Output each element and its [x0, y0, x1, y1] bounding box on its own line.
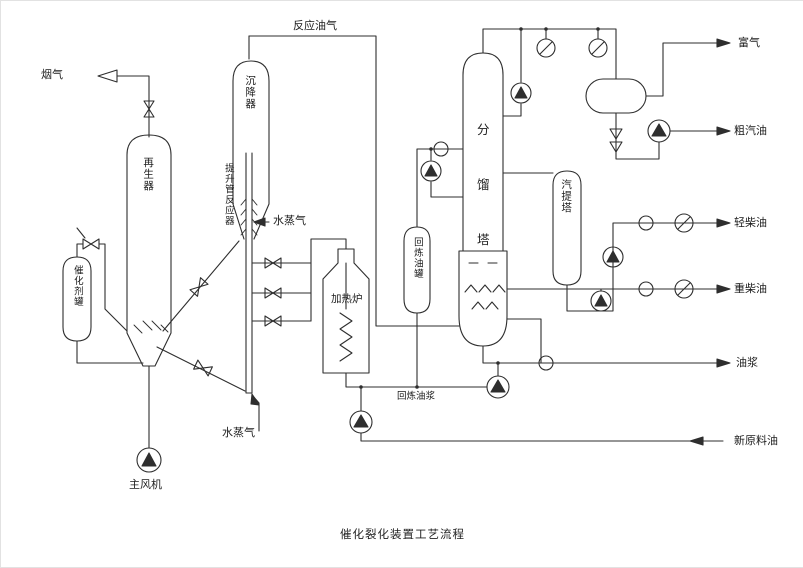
diagram-title: 催化裂化装置工艺流程: [340, 527, 465, 541]
rich-gas-label: 富气: [738, 36, 760, 49]
recycle-tank-lines: [416, 148, 464, 388]
junction-dot: [496, 361, 500, 365]
oil-slurry-label: 油浆: [736, 356, 758, 369]
regenerator-vessel: [126, 134, 172, 367]
steam-lower-label: 水蒸气: [222, 426, 255, 439]
reaction-oil-gas-line: [248, 35, 460, 327]
riser-feed-lines: [251, 238, 347, 322]
fractionator-label-char2: 馏: [477, 177, 490, 192]
settler-label: 沉降器: [244, 75, 257, 110]
crude-gasoline-label: 粗汽油: [734, 124, 767, 137]
light-diesel-pump-icon: [602, 246, 624, 268]
fresh-feed-label: 新原料油: [734, 434, 778, 447]
riser-stripping-hatch: [240, 198, 258, 236]
junction-dot: [415, 385, 419, 389]
flue-gas-line: [97, 69, 150, 138]
fractionator-vessel: [458, 52, 508, 347]
junction-dot: [429, 147, 433, 151]
condenser-icon: [588, 38, 608, 58]
condenser-icon: [536, 38, 556, 58]
gasoline-pump-icon: [647, 119, 671, 143]
settler-vessel: [232, 60, 270, 240]
fresh-feed-arrow: [689, 436, 704, 446]
flow-meter-icon: [638, 281, 654, 297]
tower-chevrons: [464, 284, 506, 310]
recycle-tank-label: 回炼油罐: [411, 237, 423, 279]
light-diesel-label: 轻柴油: [734, 216, 767, 229]
catalyst-tank-lines: [76, 227, 144, 364]
main-blower-label: 主风机: [129, 478, 162, 491]
flow-meter-icon: [538, 355, 554, 371]
feed-valve-icon: [264, 287, 282, 299]
junction-dot: [596, 27, 600, 31]
flow-meter-icon: [433, 141, 449, 157]
rich-gas-line: [645, 38, 731, 97]
oil-slurry-line: [482, 318, 731, 368]
furnace-coil: [339, 262, 353, 362]
cooler-icon: [674, 279, 694, 299]
fractionator-label-char1: 分: [477, 122, 490, 137]
steam-upper-label: 水蒸气: [273, 214, 306, 227]
feed-valve-icon: [264, 315, 282, 327]
rich-gas-arrow: [716, 38, 731, 48]
fractionator-label-char3: 塔: [477, 232, 490, 247]
riser-tube: [240, 152, 258, 394]
heavy-diesel-pump-icon: [590, 288, 612, 312]
stripper-vessel: [552, 170, 582, 286]
riser-reactor-label: 提升管反应器: [222, 163, 234, 226]
catalyst-tank-label: 催化剂罐: [71, 265, 83, 307]
slurry-pump-icon: [486, 375, 510, 399]
regenerator-distributor: [133, 320, 169, 334]
flue-gas-label: 烟气: [41, 68, 63, 81]
recycle-slurry-label: 回炼油浆: [397, 391, 436, 402]
regen-cat-valve-icon: [193, 359, 213, 377]
oil-slurry-arrow: [716, 358, 731, 368]
junction-dot: [544, 27, 548, 31]
catalyst-valve-icon: [82, 238, 100, 250]
junction-dot: [359, 385, 363, 389]
crude-gasoline-line: [609, 112, 731, 160]
feed-valve-icon: [264, 257, 282, 269]
recycle-slurry-line: [345, 362, 499, 388]
catalyst-tank-vessel: [62, 256, 92, 342]
steam-lower-arrow: [250, 393, 260, 432]
furnace-vessel: [322, 248, 370, 374]
main-blower-pump-icon: [136, 447, 162, 473]
flow-meter-icon: [638, 215, 654, 231]
heavy-diesel-line: [506, 284, 731, 294]
regenerator-label: 再生器: [142, 157, 155, 192]
reflux-pump-icon: [510, 82, 532, 104]
pumparound-pump-icon: [420, 160, 442, 182]
junction-dot: [519, 27, 523, 31]
crude-gasoline-arrow: [716, 126, 731, 136]
light-diesel-arrow: [716, 218, 731, 228]
furnace-label: 加热炉: [331, 293, 363, 305]
recycle-tank-vessel: [403, 226, 431, 314]
stripper-label: 汽提塔: [560, 179, 573, 214]
steam-upper-arrow: [253, 217, 270, 227]
spent-cat-valve-icon: [189, 277, 209, 297]
feed-pump-icon: [349, 410, 373, 434]
reaction-oil-gas-label: 反应油气: [293, 19, 337, 32]
cooler-icon: [674, 213, 694, 233]
check-valve-icons: [609, 128, 623, 153]
fresh-feed-line: [360, 386, 724, 446]
heavy-diesel-arrow: [716, 284, 731, 294]
heavy-diesel-label: 重柴油: [734, 282, 767, 295]
flue-valve-icon: [143, 100, 155, 118]
overhead-drum-vessel: [585, 78, 647, 114]
